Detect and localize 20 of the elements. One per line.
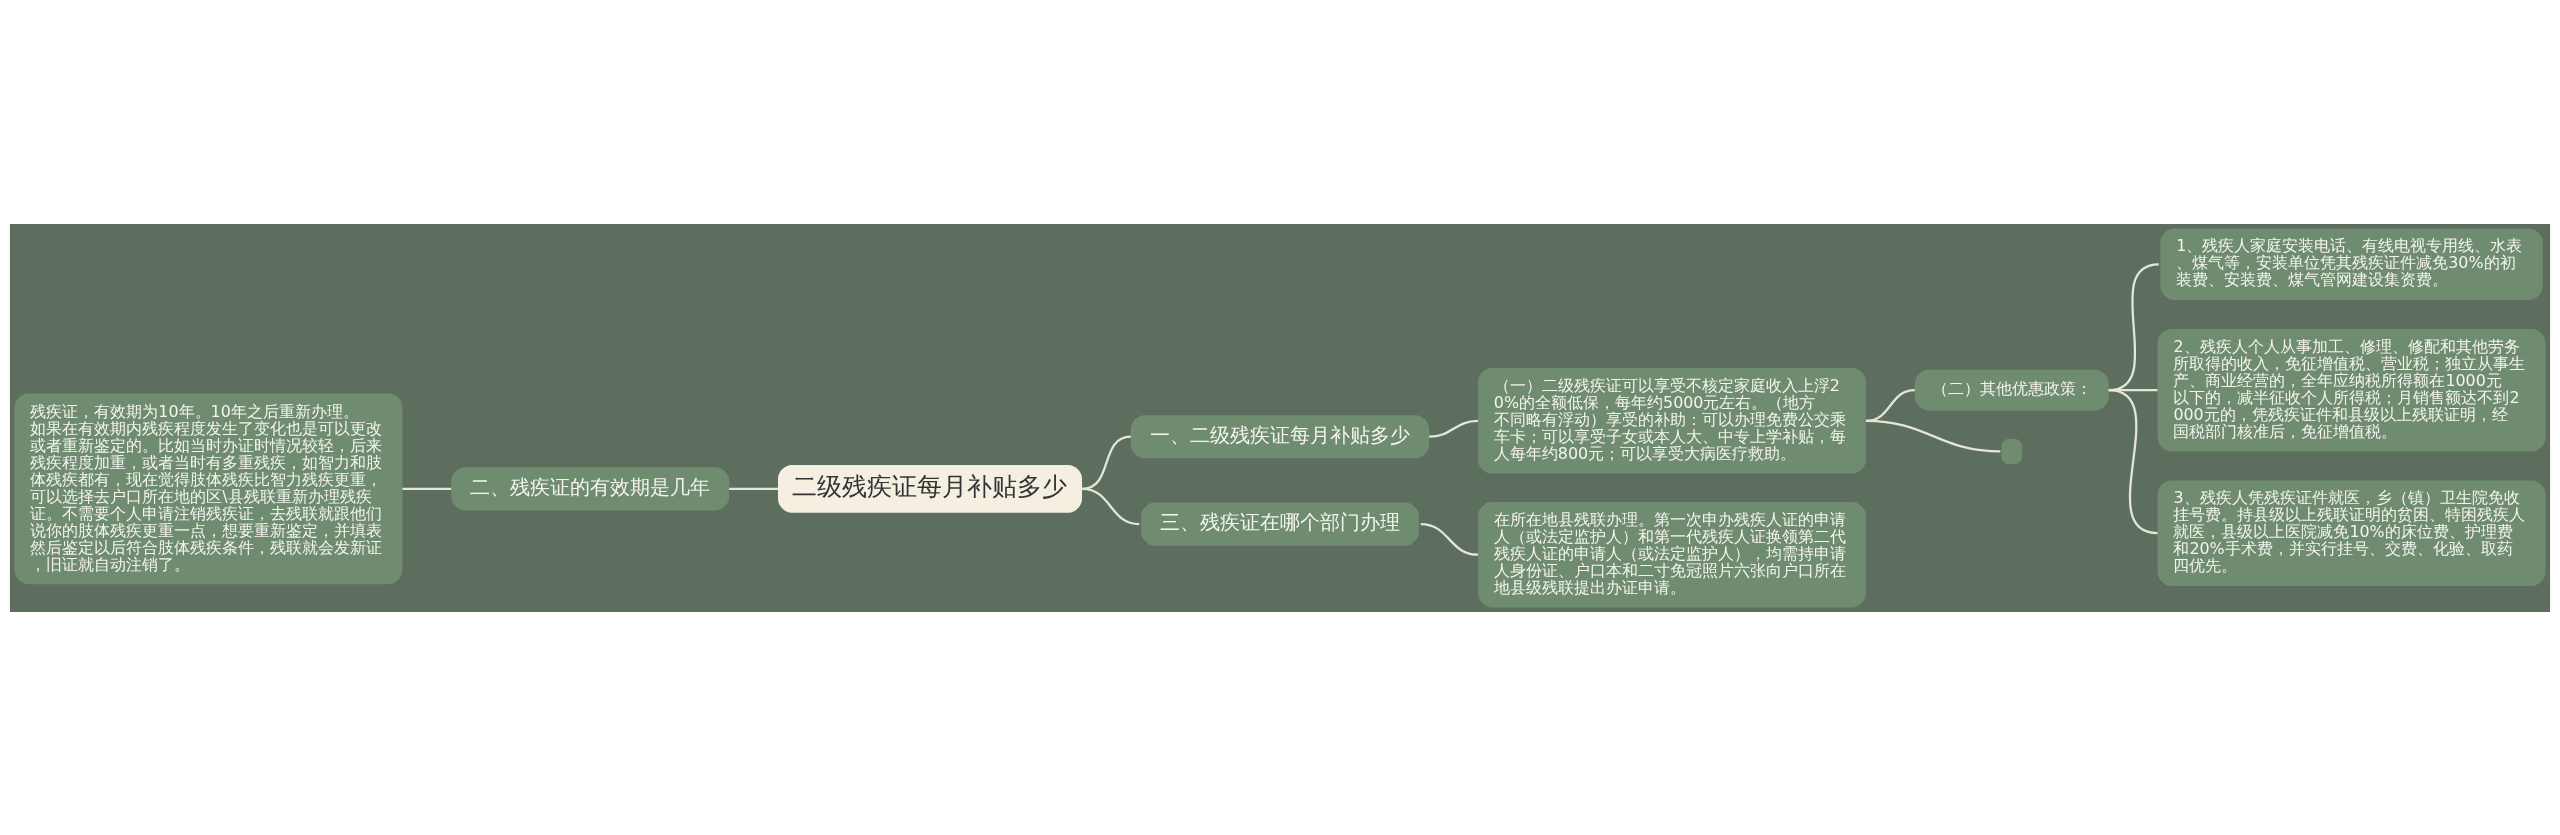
connector: [729, 487, 778, 490]
node-box: 二级残疾证每月补贴多少: [778, 464, 1083, 513]
node-box: 三、残疾证在哪个部门办理: [1141, 502, 1419, 546]
node-box: 3、残疾人凭残疾证件就医，乡（镇）卫生院免收挂号费。持县级以上残联证明的贫困、特困残疾人就医，县级以上医院减免10%的床位费、护理费和20%手术费，并实行挂号、交费、化验、取药四优先。: [2157, 479, 2546, 586]
connector: [1429, 419, 1479, 438]
connector: [1865, 388, 1915, 422]
connector: [2108, 388, 2158, 534]
node-box: [2001, 438, 2022, 464]
connector: [402, 487, 452, 490]
node-box: 残疾证，有效期为10年。10年之后重新办理。如果在有效期内残疾程度发生了变化也是可以更改或者重新鉴定的。比如当时办证时情况较轻，后来残疾程度加重，或者当时有多重残疾，如智力和肢体残疾都有，现在觉得肢体残疾比智力残疾更重，可以选择去户口所在地的区\县残联重新办理残疾证。不需要个人申请注销残疾证，去残联就跟他们说你的肢体残疾更重一点，想要重新鉴定，并填表然后鉴定以后符合肢体残疾条件，残联就会发新证，旧证就自动注销了。: [14, 393, 403, 584]
node-box: 在所在地县残联办理。第一次申办残疾人证的申请人（或法定监护人）和第一代残疾人证换领第二代残疾人证的申请人（或法定监护人），均需持申请人身份证、户口本和二寸免冠照片六张向户口所在地县级残联提出办证申请。: [1477, 501, 1866, 607]
node-box: 二、残疾证的有效期是几年: [451, 466, 730, 510]
node-box: 2、残疾人个人从事加工、修理、修配和其他劳务所取得的收入，免征增值税、营业税；独立从事生产、商业经营的，全年应纳税所得额在1000元以下的，减半征收个人所得税；月销售额达不到2000元的，凭残疾证件和县级以上残联证明，经国税部门核准后，免征增值税。: [2157, 328, 2546, 451]
connector: [1081, 487, 1140, 525]
node-box: 一、二级残疾证每月补贴多少: [1130, 414, 1430, 458]
node-box: （一）二级残疾证可以享受不核定家庭收入上浮20%的全额低保，每年约5000元左右。（地方不同略有浮动）享受的补助：可以办理免费公交乘车卡；可以享受子女或本人大、中专上学补贴，每人每年约800元；可以享受大病医疗救助。: [1477, 367, 1866, 474]
connector: [1420, 522, 1479, 556]
node-box: 1、残疾人家庭安装电话、有线电视专用线、水表、煤气等，安装单位凭其残疾证件减免30%的初装费、安装费、煤气管网建设集资费。: [2160, 228, 2543, 300]
node-box: （二）其他优惠政策：: [1914, 369, 2109, 411]
connector: [1865, 419, 2001, 453]
